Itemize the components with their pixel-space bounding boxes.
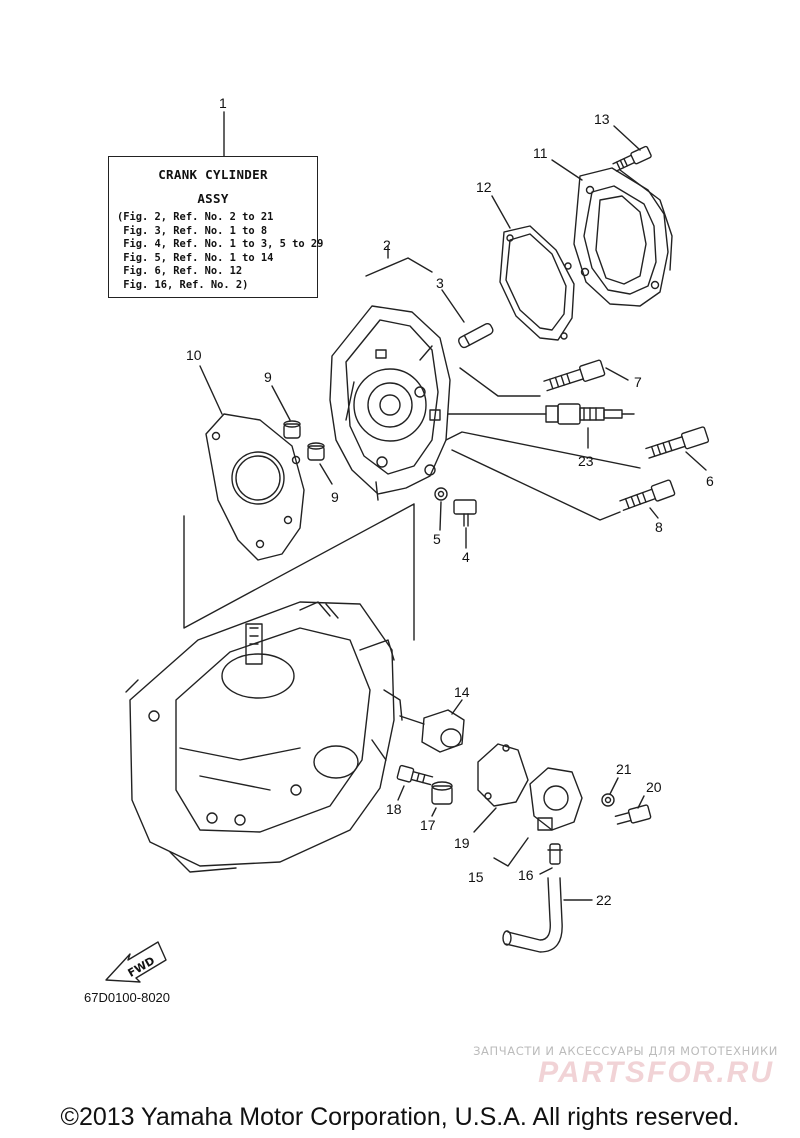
callout-9-lower: 9 xyxy=(331,489,339,505)
washer-5-hole xyxy=(437,490,445,498)
cylinder-head xyxy=(329,305,451,501)
leader-10 xyxy=(199,365,223,415)
long-bolt-6 xyxy=(645,426,710,459)
dowel-pin-9-upper xyxy=(283,420,301,439)
assembly-reference-line: Fig. 6, Ref. No. 12 xyxy=(117,265,243,278)
head-cover-gasket xyxy=(499,225,575,341)
bolt-20 xyxy=(614,804,652,825)
assembly-title: CRANK CYLINDER xyxy=(158,167,268,182)
callout-17: 17 xyxy=(420,817,436,833)
leader-13 xyxy=(613,125,641,151)
callout-19: 19 xyxy=(454,835,470,851)
assembly-reference-list: (Fig. 2, Ref. No. 2 to 21 Fig. 3, Ref. N… xyxy=(117,211,323,293)
spark-plug xyxy=(545,403,635,425)
callout-4: 4 xyxy=(462,549,470,565)
leader-2 xyxy=(365,245,433,277)
callout-12: 12 xyxy=(476,179,492,195)
callout-8: 8 xyxy=(655,519,663,535)
leader-8-ref xyxy=(451,449,621,521)
watermark-logo: PARTSFOR.RU xyxy=(538,1056,774,1089)
thermostat-cover-gasket xyxy=(477,743,529,807)
callout-7: 7 xyxy=(634,374,642,390)
watermark-tagline: ЗАПЧАСТИ И АКСЕССУАРЫ ДЛЯ МОТОТЕХНИКИ xyxy=(473,1044,778,1058)
callout-20: 20 xyxy=(646,779,662,795)
cooling-hose xyxy=(502,877,563,953)
collar-17 xyxy=(431,781,453,805)
callout-5: 5 xyxy=(433,531,441,547)
assembly-reference-line: Fig. 16, Ref. No. 2) xyxy=(117,278,249,291)
leader-11 xyxy=(551,159,583,181)
washer-21-hole xyxy=(604,796,612,804)
leader-12 xyxy=(491,195,511,229)
bolt-8 xyxy=(619,479,676,511)
washer-21 xyxy=(601,793,615,807)
leader-9-upper xyxy=(271,385,291,421)
assembly-reference-line: Fig. 3, Ref. No. 1 to 8 xyxy=(117,224,268,237)
leader-19 xyxy=(473,807,497,833)
thermostat xyxy=(399,709,465,753)
leader-17 xyxy=(431,807,437,817)
callout-18: 18 xyxy=(386,801,402,817)
fwd-arrow xyxy=(105,941,167,983)
leader-7-ref xyxy=(459,367,541,397)
bolt-7 xyxy=(543,359,606,392)
leader-6 xyxy=(685,451,707,471)
bolt-4 xyxy=(453,499,477,527)
assembly-reference-box: CRANK CYLINDER ASSY (Fig. 2, Ref. No. 2 … xyxy=(108,156,323,298)
callout-14: 14 xyxy=(454,684,470,700)
callout-11: 11 xyxy=(533,145,548,161)
bolt-13 xyxy=(612,145,652,172)
leader-21 xyxy=(609,777,619,795)
assembly-subtitle: ASSY xyxy=(197,191,229,206)
screw-18 xyxy=(396,764,434,786)
leader-18 xyxy=(397,785,405,801)
callout-3: 3 xyxy=(436,275,444,291)
callout-2: 2 xyxy=(383,237,391,253)
thermostat-cover xyxy=(529,767,583,831)
dowel-pin-9-lower xyxy=(307,442,325,461)
callout-6: 6 xyxy=(706,473,714,489)
diagram-code: 67D0100-8020 xyxy=(84,990,171,1005)
dowel-pin-3 xyxy=(457,322,494,349)
leader-5 xyxy=(439,501,442,531)
crankcase xyxy=(125,601,403,873)
assembly-reference-line: Fig. 5, Ref. No. 1 to 14 xyxy=(117,251,274,264)
leader-14 xyxy=(451,699,463,715)
assembly-reference-line: Fig. 4, Ref. No. 1 to 3, 5 to 29 xyxy=(117,238,324,251)
leader-16 xyxy=(539,867,553,875)
callout-15: 15 xyxy=(468,869,484,885)
callout-22: 22 xyxy=(596,892,612,908)
callout-13: 13 xyxy=(594,111,610,127)
leader-20 xyxy=(637,795,645,809)
callout-16: 16 xyxy=(518,867,534,883)
leader-8 xyxy=(649,507,659,519)
callout-10: 10 xyxy=(186,347,202,363)
leader-6-ref xyxy=(445,431,641,469)
leader-9-lower xyxy=(319,463,333,485)
head-gasket xyxy=(205,413,305,561)
callout-23: 23 xyxy=(578,453,594,469)
leader-7 xyxy=(605,367,629,381)
hose-fitting xyxy=(547,843,563,865)
copyright-notice: ©2013 Yamaha Motor Corporation, U.S.A. A… xyxy=(60,1103,740,1131)
assembly-reference-line: (Fig. 2, Ref. No. 2 to 21 xyxy=(117,211,274,223)
callout-21: 21 xyxy=(616,761,632,777)
callout-9-upper: 9 xyxy=(264,369,272,385)
washer-5 xyxy=(434,487,448,501)
assembly-guide xyxy=(183,503,415,641)
callout-1: 1 xyxy=(219,95,227,111)
cylinder-head-cover xyxy=(573,167,673,307)
leader-15 xyxy=(493,837,529,867)
leader-3 xyxy=(441,289,465,323)
